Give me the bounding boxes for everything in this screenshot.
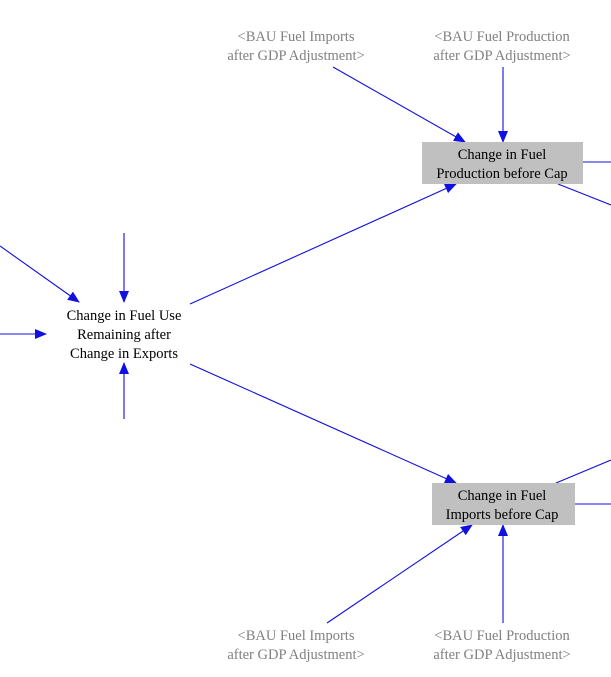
shadow-var-line: <BAU Fuel Imports	[238, 29, 355, 45]
node-production-before-cap[interactable]: Change in Fuel Production before Cap	[422, 142, 583, 184]
node-label-line: Production before Cap	[436, 166, 567, 182]
arrow-fuel-use-to-imports	[189, 363, 457, 484]
shadow-var-line: <BAU Fuel Production	[434, 29, 570, 45]
shadow-var-line: <BAU Fuel Imports	[238, 628, 355, 644]
node-imports-before-cap[interactable]: Change in Fuel Imports before Cap	[432, 483, 575, 525]
shadow-var-bottom-bau-imports[interactable]: <BAU Fuel Imports after GDP Adjustment>	[227, 628, 364, 663]
node-label-line: Change in Fuel	[458, 147, 547, 163]
arrow-group	[0, 66, 611, 624]
node-box	[432, 483, 575, 525]
arrow-fuel-use-to-production	[189, 183, 457, 305]
node-label-line: Imports before Cap	[446, 507, 559, 523]
shadow-var-line: <BAU Fuel Production	[434, 628, 570, 644]
arrow-bottom-imports-to-imports	[326, 524, 473, 624]
shadow-var-line: after GDP Adjustment>	[433, 48, 570, 64]
arrow-left-diagonal-to-fuel-use	[0, 245, 80, 303]
node-label-line: Remaining after	[77, 327, 171, 343]
arrow-top-imports-to-production	[332, 66, 466, 143]
shadow-var-top-bau-production[interactable]: <BAU Fuel Production after GDP Adjustmen…	[433, 29, 570, 64]
line-imports-out-upper-right	[555, 459, 611, 484]
shadow-var-bottom-bau-production[interactable]: <BAU Fuel Production after GDP Adjustmen…	[433, 628, 570, 663]
line-production-out-lower-right	[557, 183, 611, 206]
node-fuel-use-remaining[interactable]: Change in Fuel Use Remaining after Chang…	[67, 308, 182, 362]
node-label-line: Change in Fuel	[458, 488, 547, 504]
shadow-var-line: after GDP Adjustment>	[227, 647, 364, 663]
shadow-var-line: after GDP Adjustment>	[433, 647, 570, 663]
shadow-var-line: after GDP Adjustment>	[227, 48, 364, 64]
node-label-line: Change in Fuel Use	[67, 308, 182, 324]
shadow-var-top-bau-imports[interactable]: <BAU Fuel Imports after GDP Adjustment>	[227, 29, 364, 64]
node-box	[422, 142, 583, 184]
node-label-line: Change in Exports	[70, 346, 178, 362]
